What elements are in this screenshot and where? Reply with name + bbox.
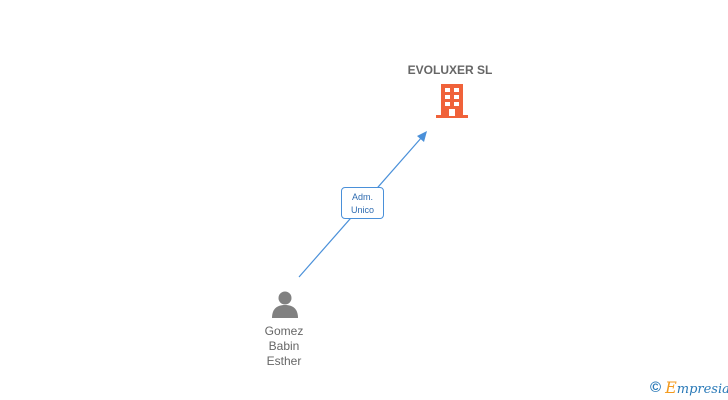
brand-initial: E: [665, 378, 677, 397]
company-name[interactable]: EVOLUXER SL: [407, 63, 493, 77]
person-name-line3: Esther: [266, 354, 302, 368]
building-icon[interactable]: [436, 84, 468, 123]
brand-text: mpresia: [676, 382, 728, 397]
person-name-line1: Gomez: [264, 324, 304, 338]
person-name[interactable]: Gomez Babin Esther: [244, 324, 324, 369]
person-icon[interactable]: [271, 290, 299, 323]
relation-line1: Adm.: [351, 192, 373, 202]
copyright-icon: ©: [650, 379, 662, 396]
relation-line2: Unico: [350, 205, 374, 215]
brand-logo: Empresia: [665, 378, 728, 397]
footer-brand: © Empresia: [650, 378, 728, 397]
person-name-line2: Babin: [268, 339, 300, 353]
relation-label[interactable]: Adm. Unico: [341, 187, 384, 219]
